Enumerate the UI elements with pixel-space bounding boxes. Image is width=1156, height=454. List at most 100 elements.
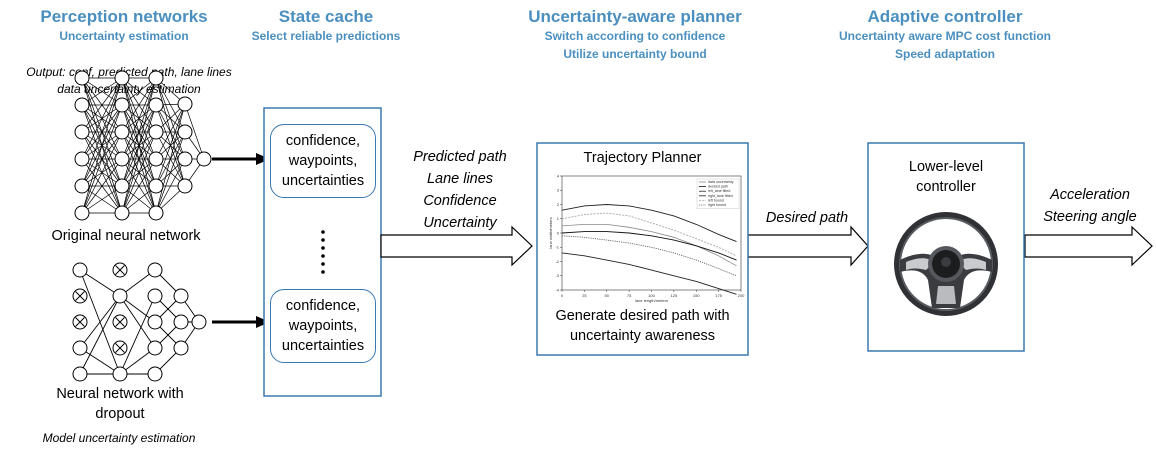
nn-neuron [177, 96, 193, 112]
trajectory-planner-title: Trajectory Planner [583, 150, 702, 166]
controller-box-title: Lower-level controller [868, 157, 1024, 197]
flow-1-uncertainty: Uncertainty [423, 215, 497, 231]
dropout-connection [79, 269, 121, 297]
controller-header: Adaptive controller Uncertainty aware MP… [800, 7, 1090, 63]
nn-neuron [177, 124, 193, 140]
nn-connection [155, 103, 186, 214]
nn-neuron [196, 151, 212, 167]
controller-title-line-2: controller [916, 179, 976, 195]
cache-item-1-line-3: uncertainties [281, 173, 365, 189]
chart-y-tick-label: -4 [555, 287, 559, 292]
chart-legend-label: left bound [708, 198, 724, 202]
controller-subtitle-1: Uncertainty aware MPC cost function [838, 29, 1052, 43]
flow-1-lane-lines: Lane lines [426, 171, 494, 187]
nn-neuron [112, 366, 128, 382]
dropout-cross [75, 291, 85, 301]
trajectory-planner-caption-2: uncertainty awareness [569, 328, 716, 344]
flow-3-labels: Acceleration Steering angle [1030, 184, 1150, 228]
dropout-caption-line-2: dropout [95, 406, 145, 422]
nn-neuron [114, 97, 130, 113]
nn-neuron [72, 366, 88, 382]
planner-title: Uncertainty-aware planner [528, 7, 742, 26]
perception-subtitle: Uncertainty estimation [59, 29, 189, 43]
nn-neuron [148, 97, 164, 113]
cache-ellipsis [321, 230, 325, 274]
chart-x-tick-label: 50 [605, 293, 610, 298]
chart-series-line [561, 252, 737, 295]
chart-y-tick-label: 3 [557, 188, 560, 193]
nn-connection [121, 158, 157, 214]
steering-wheel-icon [894, 212, 998, 316]
flow-1-predicted-path: Predicted path [413, 149, 507, 165]
nn-neuron [74, 205, 90, 221]
flow-arrow-1 [380, 225, 533, 267]
state-cache-title: State cache [278, 7, 374, 26]
nn-connection [81, 185, 123, 214]
flow-3-steering-angle: Steering angle [1043, 209, 1137, 225]
original-neural-network [74, 70, 212, 221]
nn-neuron [148, 151, 164, 167]
chart-y-tick-label: -3 [555, 273, 559, 278]
nn-connection [81, 77, 123, 160]
dropout-connection [79, 295, 121, 375]
cache-item-1-line-2: waypoints, [288, 153, 358, 169]
chart-series-line [561, 235, 737, 277]
chart-x-tick-label: 0 [561, 293, 564, 298]
flow-arrow-2 [747, 225, 869, 267]
chart-legend-label: desired path [708, 185, 728, 189]
chart-series-line [561, 223, 737, 267]
nn-connection [155, 158, 186, 214]
dropout-connection [79, 269, 121, 375]
flow-arrow-3 [1024, 225, 1153, 267]
nn-neuron [148, 205, 164, 221]
chart-series-line [561, 204, 737, 243]
dropout-neural-network [72, 262, 207, 382]
chart-x-tick-label: 175 [715, 293, 722, 298]
planner-header: Uncertainty-aware planner Switch accordi… [500, 7, 770, 63]
nn-neuron [173, 340, 189, 356]
controller-title-line-1: Lower-level [908, 159, 984, 175]
nn-connection [81, 77, 123, 106]
dropout-connection [79, 347, 121, 375]
trajectory-planner-caption-1: Generate desired path with [555, 308, 730, 324]
nn-neuron [191, 314, 207, 330]
chart-legend-label: right_lane fitted [708, 194, 733, 198]
trajectory-planner-caption: Generate desired path with uncertainty a… [537, 306, 748, 346]
nn-neuron [74, 70, 90, 86]
nn-neuron [114, 124, 130, 140]
nn-neuron [72, 340, 88, 356]
nn-neuron [114, 205, 130, 221]
dropout-cross [115, 317, 125, 327]
chart-legend [696, 178, 740, 209]
nn-connection [155, 103, 186, 160]
flow-1-labels: Predicted path Lane lines Confidence Unc… [392, 146, 528, 234]
original-network-caption: Original neural network [51, 228, 201, 244]
chart-y-tick-label: 0 [557, 230, 560, 235]
dropout-connection [119, 295, 156, 375]
chart-y-axis-label: lane width/meters [548, 217, 553, 248]
chart-y-tick-label: -1 [555, 245, 559, 250]
cache-item-2-line-1: confidence, [285, 298, 361, 314]
cache-item-1-line-1: confidence, [285, 133, 361, 149]
nn-neuron [147, 288, 163, 304]
chart-series-line [561, 212, 737, 257]
chart-x-axis-label: lane length/meters [635, 298, 668, 303]
dropout-cross [75, 317, 85, 327]
flow-2-label: Desired path [765, 210, 849, 226]
flow-3-acceleration: Acceleration [1050, 187, 1130, 203]
dropout-network-caption: Neural network with dropout [40, 384, 200, 424]
chart-x-tick-label: 200 [738, 293, 745, 298]
dropout-connection [119, 295, 156, 349]
dropout-cross [115, 343, 125, 353]
nn-neuron [177, 178, 193, 194]
nn-neuron [148, 178, 164, 194]
nn-neuron [147, 314, 163, 330]
nn-connection [155, 103, 186, 187]
nn-neuron [74, 124, 90, 140]
chart-x-tick-label: 75 [627, 293, 632, 298]
nn-neuron [114, 151, 130, 167]
perception-header: Perception networks Uncertainty estimati… [14, 7, 234, 45]
nn-connection [155, 131, 186, 214]
chart-legend-label: left_lane fitted [708, 189, 730, 193]
